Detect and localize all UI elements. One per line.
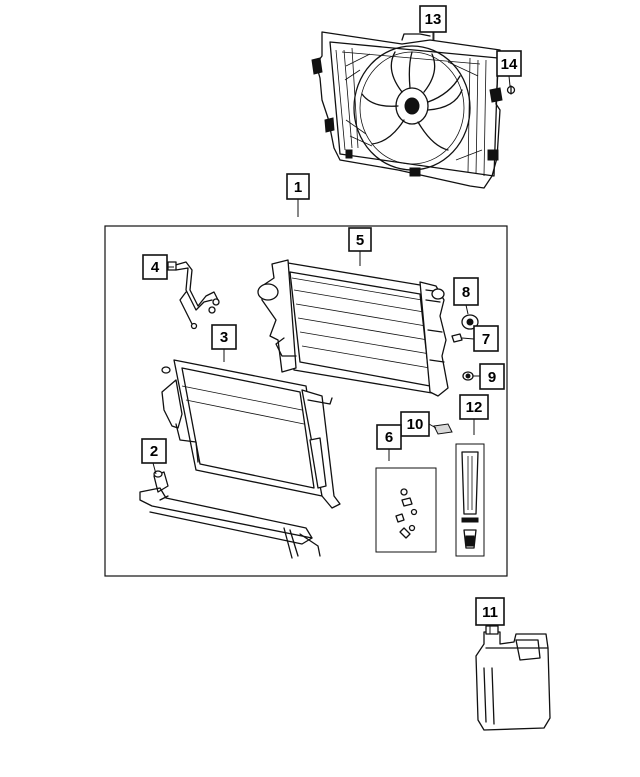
callout-12: 12: [459, 394, 489, 420]
callouts: 13 14 1 5 4 8 7 3: [141, 5, 522, 626]
fan-mounting-screw: [506, 85, 516, 95]
callout-6-label: 6: [385, 429, 393, 446]
callout-4: 4: [142, 254, 168, 280]
fan-shroud-assembly: [311, 31, 505, 189]
callout-9: 9: [479, 363, 505, 390]
callout-2-label: 2: [150, 443, 158, 460]
clip-part-7: [451, 333, 463, 343]
callout-3: 3: [211, 324, 237, 350]
radiator: [257, 259, 449, 397]
seal-kit-box: [455, 443, 485, 557]
callout-8-label: 8: [462, 284, 470, 301]
seal-part-9: [462, 371, 474, 381]
callout-7: 7: [473, 325, 499, 352]
callout-7-label: 7: [482, 331, 490, 348]
callout-5: 5: [348, 227, 372, 252]
hardware-kit-box: [375, 467, 437, 553]
assembly-group-outline: [104, 225, 508, 577]
callout-13: 13: [419, 5, 447, 33]
callout-12-label: 12: [466, 399, 483, 416]
transmission-oil-cooler: [139, 470, 321, 559]
isolator-pad: [433, 423, 453, 435]
callout-14-label: 14: [501, 56, 518, 73]
callout-1: 1: [286, 173, 310, 200]
callout-6: 6: [376, 424, 402, 450]
callout-4-label: 4: [151, 259, 160, 276]
leader-lines: [152, 32, 511, 634]
callout-5-label: 5: [356, 232, 364, 249]
callout-9-label: 9: [488, 369, 496, 386]
callout-8: 8: [453, 277, 479, 306]
ac-condenser: [161, 359, 341, 509]
cooler-line: [167, 261, 220, 330]
callout-14: 14: [496, 50, 522, 77]
callout-10: 10: [400, 411, 430, 437]
callout-2: 2: [141, 438, 167, 464]
coolant-jug: [475, 625, 551, 731]
callout-10-label: 10: [407, 416, 424, 433]
callout-13-label: 13: [425, 11, 442, 28]
callout-1-label: 1: [294, 179, 302, 196]
callout-11: 11: [475, 597, 505, 626]
callout-11-label: 11: [482, 604, 498, 621]
callout-3-label: 3: [220, 329, 228, 346]
